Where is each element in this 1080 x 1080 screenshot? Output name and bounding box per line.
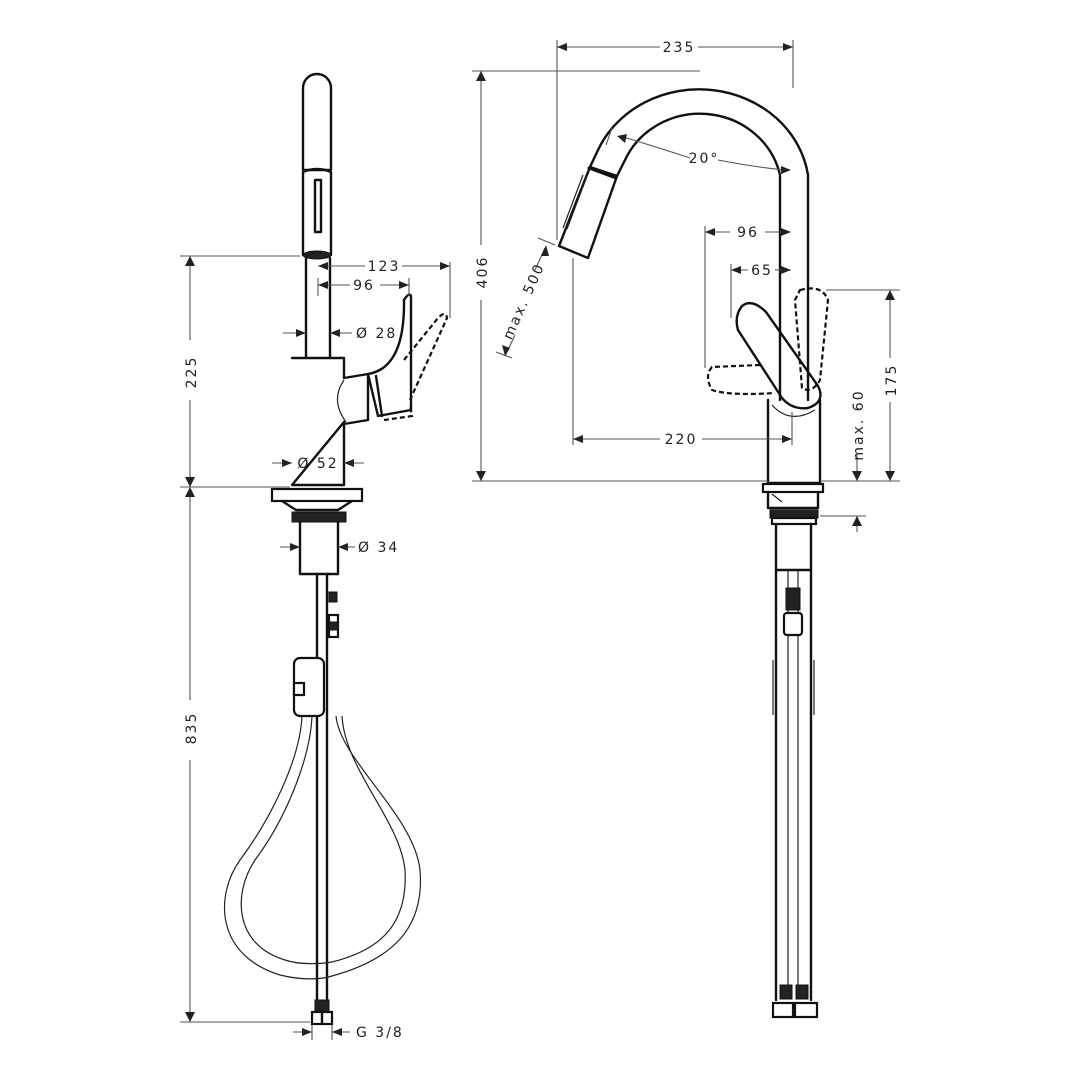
dim-thread-g38: G 3/8	[356, 1025, 404, 1041]
dim-max-500: max. 500	[500, 261, 548, 343]
side-view: 225 835 123 96 Ø 28 Ø 52 Ø 34	[180, 72, 451, 1041]
lever-handle	[735, 301, 822, 410]
dim-projection-220: 220	[665, 432, 698, 448]
dim-handle-96: 96	[353, 278, 375, 294]
front-view: 235 406 20° max. 500 96	[472, 40, 900, 1019]
spray-head	[301, 72, 333, 172]
dim-shank-dia-34: Ø 34	[358, 540, 399, 556]
front-faucet-body	[766, 398, 822, 485]
dim-height-406: 406	[475, 256, 491, 289]
dim-offset-65: 65	[751, 263, 773, 279]
dim-offset-96: 96	[737, 225, 759, 241]
dim-length-835: 835	[184, 712, 200, 745]
faucet-body	[290, 356, 346, 487]
dim-spout-dia-28: Ø 28	[356, 326, 397, 342]
gooseneck-spout	[588, 88, 810, 402]
dim-height-225: 225	[184, 356, 200, 389]
pullout-hose	[224, 715, 422, 980]
handle-alt-position	[403, 312, 449, 401]
dim-max-60: max. 60	[851, 389, 867, 460]
lever-alt-horizontal	[706, 363, 776, 396]
dim-body-dia-52: Ø 52	[297, 456, 338, 472]
lever-alt-upright	[793, 287, 830, 391]
dim-width-235: 235	[663, 40, 696, 56]
dim-reach-123: 123	[368, 259, 401, 275]
front-spray-head	[557, 165, 619, 260]
dim-height-175: 175	[884, 364, 900, 397]
dim-angle-20: 20°	[689, 151, 720, 167]
